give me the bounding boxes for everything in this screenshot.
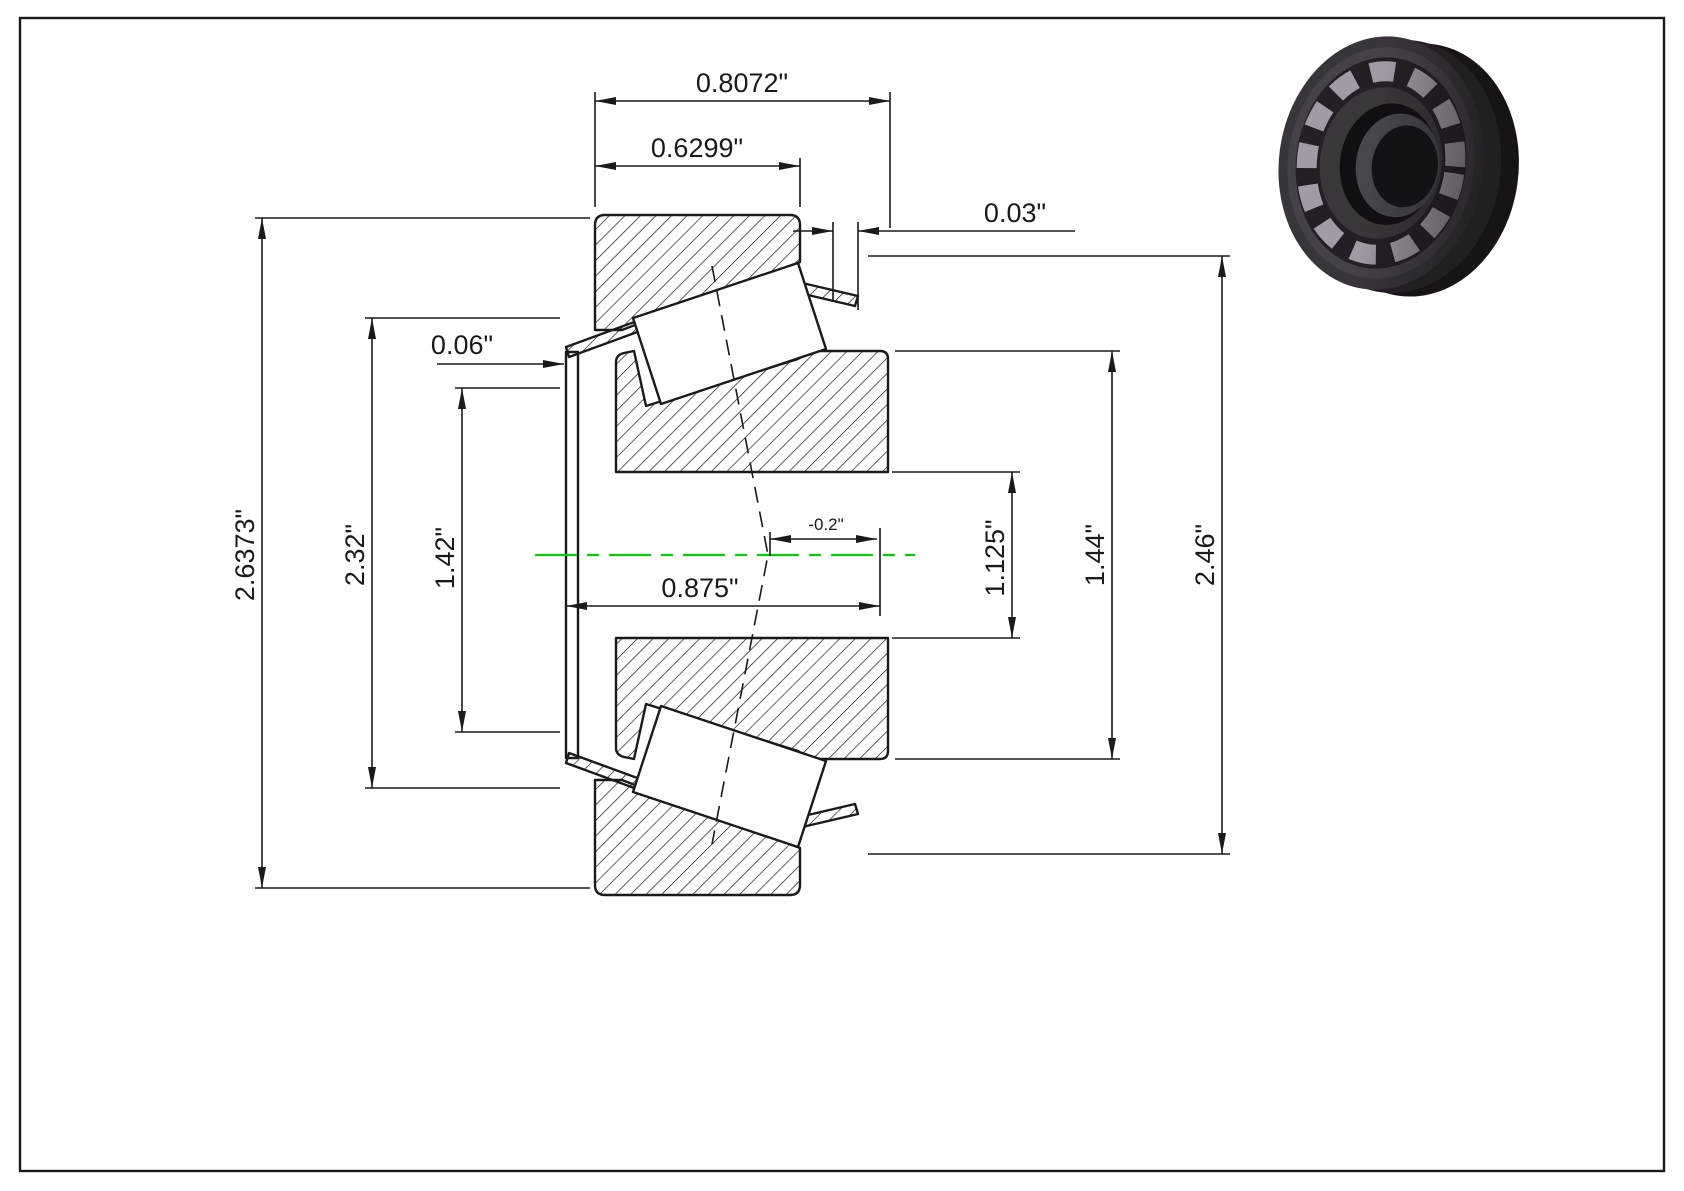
bearing-cross-section — [535, 213, 915, 897]
dim-label-overall-width: 0.8072" — [696, 68, 788, 98]
bearing-3d-render — [1278, 36, 1519, 297]
dim-label-dia-1-42: 1.42" — [430, 527, 460, 589]
dim-label-cage-lip: 0.06" — [431, 330, 493, 360]
cup-bottom-section — [593, 778, 802, 897]
dim-label-cone-od: 1.44" — [1080, 524, 1110, 586]
dim-dia-1-42: 1.42" — [430, 387, 560, 733]
dim-label-dia-2-32: 2.32" — [340, 524, 370, 586]
dim-label-cup-od: 2.46" — [1190, 524, 1220, 586]
roller-top — [631, 261, 828, 406]
cup-top-section — [593, 213, 802, 332]
drawing-border — [18, 16, 1666, 1173]
dim-cone-width: 0.875" — [566, 528, 881, 616]
dim-label-apex-offset: -0.2" — [808, 515, 843, 534]
dim-cup-od: 2.46" — [868, 255, 1230, 855]
roller-axis-line — [711, 265, 769, 845]
bearing-shading — [1278, 36, 1484, 290]
roller-bottom — [631, 704, 828, 849]
dim-dia-2-32: 2.32" — [340, 317, 560, 789]
dim-label-bore-dia: 1.125" — [980, 519, 1010, 596]
dim-flange-od: 2.6373" — [230, 217, 590, 889]
dim-label-flange-od: 2.6373" — [230, 509, 260, 601]
dim-cone-od: 1.44" — [895, 350, 1120, 760]
dim-label-protrusion: 0.03" — [984, 198, 1046, 228]
dim-protrusion: 0.03" — [793, 198, 1075, 310]
dim-cage-lip: 0.06" — [431, 330, 564, 368]
dim-bore-dia: 1.125" — [892, 471, 1020, 639]
dim-label-cup-width: 0.6299" — [651, 133, 743, 163]
dim-cup-width: 0.6299" — [595, 133, 801, 207]
dim-overall-width: 0.8072" — [594, 68, 891, 228]
dim-apex-offset: -0.2" — [769, 515, 877, 556]
dim-label-cone-width: 0.875" — [661, 573, 738, 603]
